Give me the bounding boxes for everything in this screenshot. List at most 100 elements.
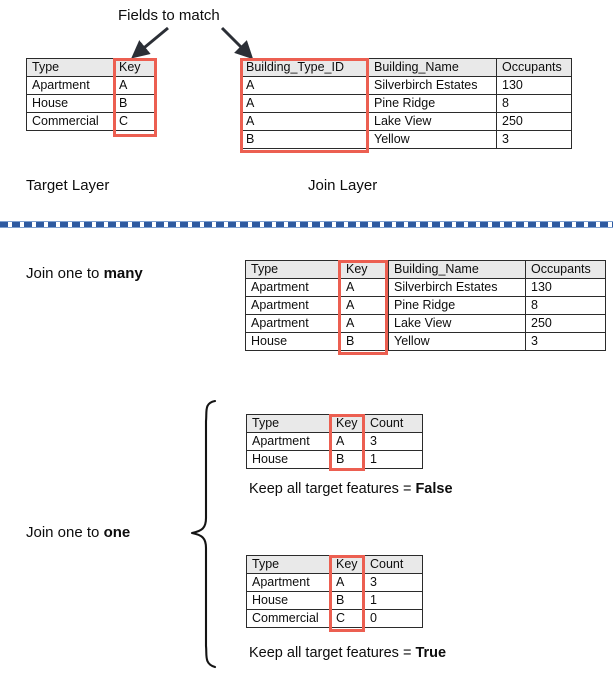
keep-false-caption: Keep all target features = False	[249, 481, 453, 498]
cell: Silverbirch Estates	[388, 278, 526, 297]
one-to-one-false-table-wrap: Type Key Count Apartment A 3 House B 1	[246, 414, 423, 469]
one-to-one-true-table-wrap: Type Key Count Apartment A 3 House B 1 C…	[246, 555, 423, 628]
join-layer-table: Building_Type_ID Building_Name Occupants…	[240, 58, 572, 149]
target-layer-table-wrap: Type Key Apartment A House B Commercial …	[26, 58, 157, 131]
cell: A	[340, 314, 389, 333]
one-to-many-result-table: Type Key Building_Name Occupants Apartme…	[245, 260, 606, 351]
cell: 130	[496, 76, 572, 95]
fields-to-match-caption: Fields to match	[118, 7, 220, 24]
cell: B	[240, 130, 369, 149]
column-header: Type	[245, 260, 341, 279]
cell: 130	[525, 278, 606, 297]
table-row: Apartment A 3	[246, 432, 423, 451]
keep-true-caption: Keep all target features = True	[249, 645, 446, 662]
table-header-row: Type Key Count	[246, 555, 423, 574]
table-row: Commercial C	[26, 112, 157, 131]
table-row: House B Yellow 3	[245, 332, 606, 351]
column-header: Count	[364, 414, 423, 433]
table-row: House B 1	[246, 450, 423, 469]
join-one-to-one-prefix: Join one to	[26, 524, 104, 541]
cell: A	[340, 278, 389, 297]
table-row: Apartment A 3	[246, 573, 423, 592]
cell: Commercial	[26, 112, 114, 131]
cell: 3	[496, 130, 572, 149]
table-row: Commercial C 0	[246, 609, 423, 628]
cell: C	[330, 609, 365, 628]
column-header: Type	[246, 555, 331, 574]
arrow-to-target-key	[131, 26, 169, 59]
cell: 250	[525, 314, 606, 333]
cell: 250	[496, 112, 572, 131]
cell: Pine Ridge	[368, 94, 497, 113]
cell: Pine Ridge	[388, 296, 526, 315]
column-header: Building_Type_ID	[240, 58, 369, 77]
cell: A	[330, 432, 365, 451]
column-header: Key	[330, 555, 365, 574]
cell: B	[113, 94, 157, 113]
column-header: Occupants	[525, 260, 606, 279]
target-layer-table: Type Key Apartment A House B Commercial …	[26, 58, 157, 131]
cell: B	[340, 332, 389, 351]
join-layer-caption: Join Layer	[308, 177, 378, 194]
target-layer-caption: Target Layer	[26, 177, 110, 194]
column-header: Type	[246, 414, 331, 433]
cell: Apartment	[245, 296, 341, 315]
cell: House	[26, 94, 114, 113]
column-header: Building_Name	[388, 260, 526, 279]
cell: Commercial	[246, 609, 331, 628]
cell: A	[240, 112, 369, 131]
cell: Apartment	[245, 314, 341, 333]
cell: A	[340, 296, 389, 315]
cell: 1	[364, 450, 423, 469]
column-header: Building_Name	[368, 58, 497, 77]
column-header: Key	[330, 414, 365, 433]
table-row: Apartment A	[26, 76, 157, 95]
one-to-many-table-wrap: Type Key Building_Name Occupants Apartme…	[245, 260, 606, 351]
column-header: Key	[113, 58, 157, 77]
join-one-to-many-label: Join one to many	[26, 265, 143, 283]
keep-false-prefix: Keep all target features =	[249, 481, 416, 497]
table-header-row: Type Key Count	[246, 414, 423, 433]
cell: House	[246, 591, 331, 610]
keep-true-prefix: Keep all target features =	[249, 645, 416, 661]
table-row: B Yellow 3	[240, 130, 572, 149]
cell: Apartment	[246, 573, 331, 592]
cell: 8	[525, 296, 606, 315]
table-header-row: Type Key	[26, 58, 157, 77]
join-one-to-many-prefix: Join one to	[26, 265, 104, 282]
cell: 1	[364, 591, 423, 610]
table-row: House B	[26, 94, 157, 113]
cell: Apartment	[245, 278, 341, 297]
cell: B	[330, 450, 365, 469]
cell: Apartment	[26, 76, 114, 95]
cell: Yellow	[368, 130, 497, 149]
join-one-to-one-emphasis: one	[103, 524, 131, 541]
join-one-to-one-label: Join one to one	[26, 524, 130, 542]
curly-brace	[190, 399, 217, 669]
join-layer-table-wrap: Building_Type_ID Building_Name Occupants…	[240, 58, 572, 149]
join-one-to-many-emphasis: many	[103, 265, 143, 282]
cell: 0	[364, 609, 423, 628]
table-row: Apartment A Lake View 250	[245, 314, 606, 333]
table-row: A Pine Ridge 8	[240, 94, 572, 113]
one-to-one-false-table: Type Key Count Apartment A 3 House B 1	[246, 414, 423, 469]
column-header: Key	[340, 260, 389, 279]
cell: House	[246, 450, 331, 469]
one-to-one-true-table: Type Key Count Apartment A 3 House B 1 C…	[246, 555, 423, 628]
column-header: Type	[26, 58, 114, 77]
table-header-row: Building_Type_ID Building_Name Occupants	[240, 58, 572, 77]
cell: Apartment	[246, 432, 331, 451]
cell: 3	[364, 432, 423, 451]
table-row: A Silverbirch Estates 130	[240, 76, 572, 95]
section-divider	[0, 221, 613, 228]
column-header: Occupants	[496, 58, 572, 77]
cell: 3	[364, 573, 423, 592]
table-row: House B 1	[246, 591, 423, 610]
cell: B	[330, 591, 365, 610]
table-row: Apartment A Pine Ridge 8	[245, 296, 606, 315]
cell: Lake View	[388, 314, 526, 333]
table-row: Apartment A Silverbirch Estates 130	[245, 278, 606, 297]
arrow-to-join-key	[220, 26, 254, 60]
cell: Lake View	[368, 112, 497, 131]
